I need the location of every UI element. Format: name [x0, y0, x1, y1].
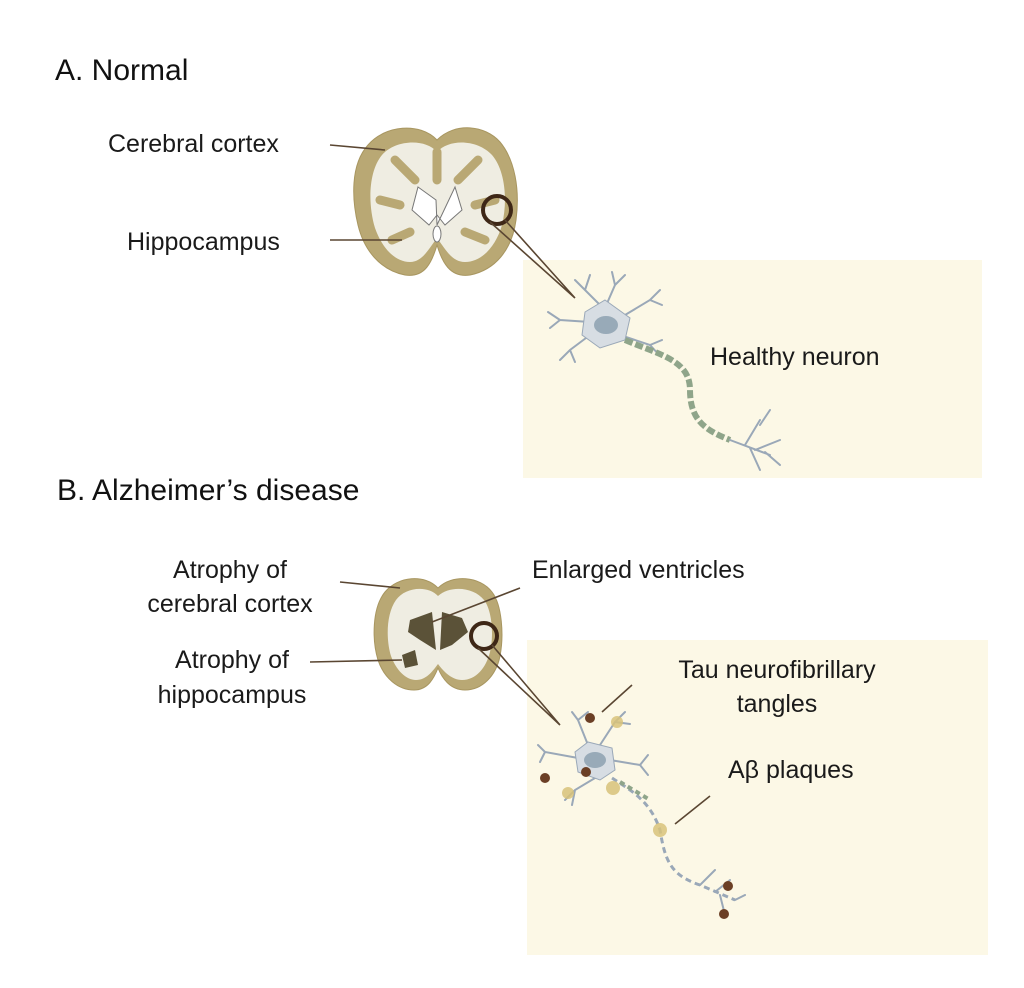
zoom-circle [481, 194, 513, 226]
diseased-neuron-panel [527, 640, 988, 955]
panel-a-title: A. Normal [55, 54, 188, 87]
alzheimers-brain [373, 578, 503, 691]
zoom-circle [469, 621, 499, 651]
diseased-neuron [537, 711, 746, 919]
label-abeta-plaques: Aβ plaques [728, 756, 854, 784]
label-atrophy-cortex-1: Atrophy of [173, 556, 287, 584]
panel-b-title: B. Alzheimer’s disease [57, 474, 359, 507]
label-hippocampus: Hippocampus [127, 228, 280, 256]
label-atrophy-hippocampus-1: Atrophy of [175, 646, 289, 674]
label-cerebral-cortex: Cerebral cortex [108, 130, 279, 158]
leader-line [674, 795, 711, 825]
leader-line [431, 587, 521, 623]
leader-line [329, 144, 386, 151]
leader-line [309, 659, 403, 663]
label-healthy-neuron: Healthy neuron [710, 343, 880, 371]
normal-brain [353, 127, 518, 276]
healthy-neuron [547, 271, 781, 471]
label-tau-tangles-2: tangles [737, 690, 818, 718]
healthy-neuron-panel [523, 260, 982, 478]
leader-line [601, 684, 633, 713]
label-atrophy-hippocampus-2: hippocampus [158, 681, 307, 709]
label-tau-tangles-1: Tau neurofibrillary [678, 656, 876, 684]
label-enlarged-ventricles: Enlarged ventricles [532, 556, 745, 584]
leader-line [339, 581, 401, 589]
label-atrophy-cortex-2: cerebral cortex [147, 590, 313, 618]
